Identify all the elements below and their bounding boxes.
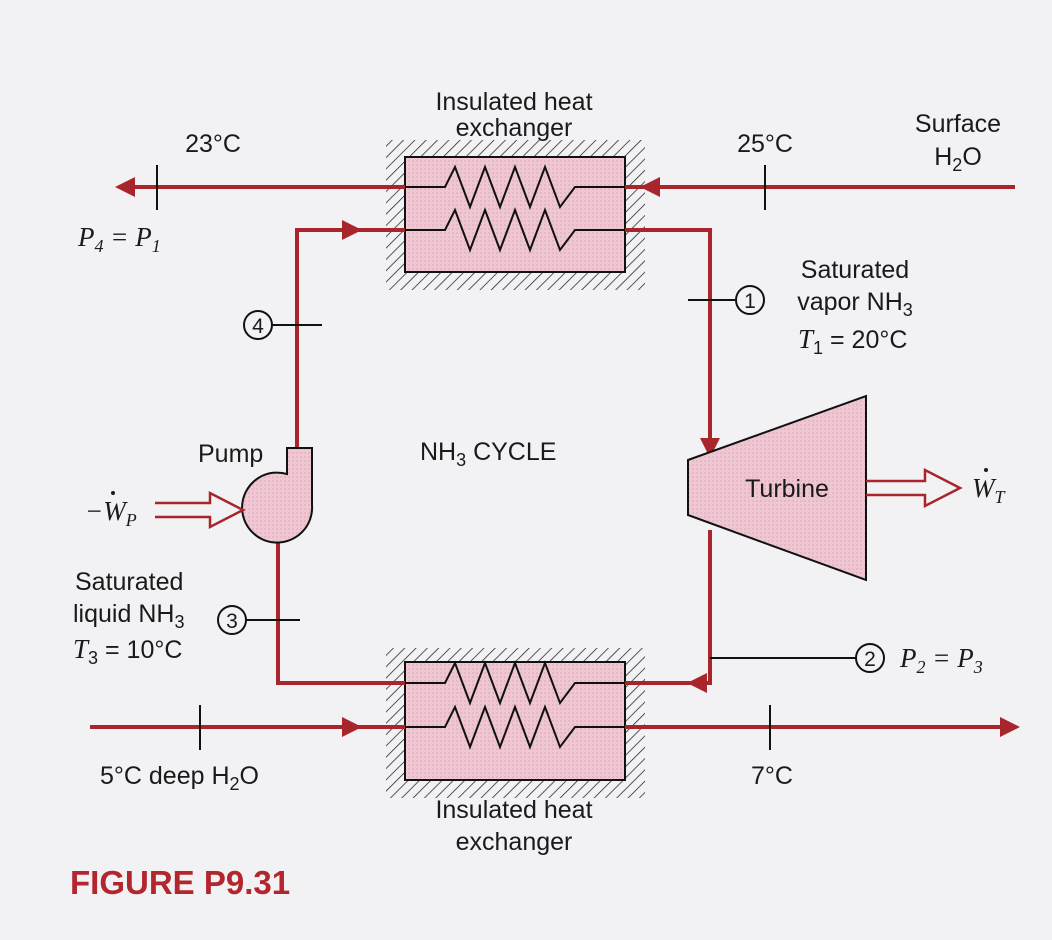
state-4-marker: 4	[243, 310, 322, 340]
turbine-label: Turbine	[745, 475, 829, 503]
state-3-temp: T3 = 10°C	[73, 634, 182, 668]
surface-water-label-2: H2O	[934, 143, 982, 175]
turbine-work-label: WT	[972, 473, 1007, 507]
state-2-number: 2	[864, 648, 876, 671]
top-heat-exchanger	[386, 140, 645, 290]
temp-23c: 23°C	[185, 130, 241, 158]
pump-work-arrow	[155, 490, 246, 530]
nh3-loop	[276, 220, 720, 693]
p4-equals-p1: P4 = P1	[77, 222, 161, 256]
state-1-label-2: vapor NH3	[797, 288, 913, 320]
rate-dot-icon	[111, 491, 115, 495]
state-3-label-1: Saturated	[75, 568, 183, 596]
state-3-marker: 3	[217, 605, 300, 635]
state-2-marker: 2	[710, 643, 885, 673]
state-3-number: 3	[226, 610, 238, 633]
deep-water-label: 5°C deep H2O	[100, 762, 259, 794]
turbine-work-arrow	[866, 467, 963, 509]
state-4-number: 4	[252, 315, 264, 338]
surface-water-label-1: Surface	[915, 110, 1001, 138]
state-1-number: 1	[744, 290, 756, 313]
state-1-temp: T1 = 20°C	[798, 324, 907, 358]
state-1-label-1: Saturated	[801, 256, 909, 284]
pump-work-label: −WP	[85, 496, 137, 530]
figure-caption: FIGURE P9.31	[70, 864, 290, 901]
top-exchanger-label-2: exchanger	[456, 114, 573, 142]
bottom-exchanger-label-2: exchanger	[456, 828, 573, 856]
turbine	[687, 394, 867, 582]
p2-equals-p3: P2 = P3	[899, 643, 983, 677]
surface-water-line	[115, 165, 1015, 210]
state-1-marker: 1	[688, 285, 765, 315]
deep-water-line	[90, 705, 1020, 750]
temp-25c: 25°C	[737, 130, 793, 158]
top-exchanger-label-1: Insulated heat	[435, 88, 592, 116]
rate-dot-icon	[984, 468, 988, 472]
pump-label: Pump	[198, 440, 263, 468]
bottom-heat-exchanger	[386, 648, 645, 798]
cycle-label: NH3 CYCLE	[420, 438, 556, 470]
state-3-label-2: liquid NH3	[73, 600, 184, 632]
temp-7c: 7°C	[751, 762, 793, 790]
pump	[241, 447, 314, 544]
bottom-exchanger-label-1: Insulated heat	[435, 796, 592, 824]
